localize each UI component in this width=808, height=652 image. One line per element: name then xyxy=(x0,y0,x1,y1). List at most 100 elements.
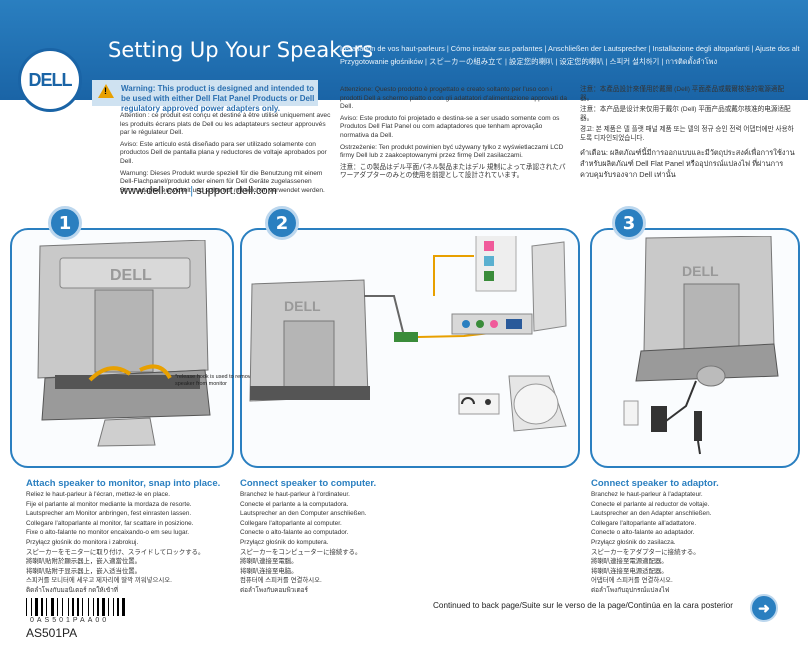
step-2-instructions: Branchez le haut-parleur à l'ordinateur.… xyxy=(240,490,450,596)
step-2-line: Conecte o alto-falante ao computador. xyxy=(240,529,349,537)
barcode-bar xyxy=(68,598,69,616)
barcode-bar xyxy=(102,598,105,616)
step-3-line: Conecte o alto-falante ao adaptador. xyxy=(591,529,695,537)
barcode-bar xyxy=(64,598,67,616)
step-1-line: スピーカーをモニターに取り付け、スライドしてロックする。 xyxy=(26,548,205,556)
barcode-bar xyxy=(28,598,30,616)
step-2-number: 2 xyxy=(265,206,299,240)
warning-col-2: Attenzione: Questo prodotto è progettato… xyxy=(340,86,570,181)
speaker-adaptor-connection-illustration: DELL xyxy=(623,236,779,455)
warning-col-3: 注意：本產品設計來僅用於戴爾 (Dell) 平面產品或戴爾核准的電源適配器。 注… xyxy=(580,86,795,180)
barcode-bar xyxy=(57,598,58,616)
step-3-number: 3 xyxy=(612,206,646,240)
svg-text:DELL: DELL xyxy=(682,263,719,279)
barcode-bar xyxy=(80,598,81,616)
step-2-line: Conecte el parlante a la computadora. xyxy=(240,500,349,508)
warning-ja: 注意：この製品はデル平面パネル製品またはデル 規制によって承認されたパワーアダプ… xyxy=(340,163,566,180)
barcode-bar xyxy=(31,598,32,616)
step-2-line: Przyłącz głośnik do komputera. xyxy=(240,538,329,546)
step-3-line: ต่อลำโพงกับอุปกรณ์แปลงไฟ xyxy=(591,586,670,594)
barcode-bar xyxy=(95,598,96,616)
barcode-bar xyxy=(93,598,94,616)
step-3-title: Connect speaker to adaptor. xyxy=(591,478,719,489)
dell-logo: DELL xyxy=(18,48,82,112)
barcode-bar xyxy=(122,598,125,616)
step-3-line: 將喇叭連接至電源適配器。 xyxy=(591,558,668,566)
dell-link[interactable]: www.dell.com xyxy=(120,185,188,197)
warning-th: คำเตือน: ผลิตภัณฑ์นี้มีการออกแบบและมีวัต… xyxy=(580,147,795,179)
release-hook-note: *release hook is used to remove speaker … xyxy=(175,374,254,387)
warning-es: Aviso: Este artículo está diseñado para … xyxy=(120,140,327,165)
barcode-bar xyxy=(44,598,45,616)
barcode-bar xyxy=(41,598,43,616)
barcode-bar xyxy=(90,598,92,616)
page-title: Setting Up Your Speakers xyxy=(108,38,374,62)
warning-fr: Attention : ce produit est conçu et dest… xyxy=(120,112,331,137)
barcode-bar xyxy=(110,598,112,616)
support-urls: www.dell.com|support.dell.com xyxy=(120,185,277,197)
svg-text:DELL: DELL xyxy=(110,267,152,284)
barcode-bar xyxy=(55,598,56,616)
barcode-bar xyxy=(97,598,99,616)
step-3-line: スピーカーをアダプターに接続する。 xyxy=(591,548,700,556)
step-1-title: Attach speaker to monitor, snap into pla… xyxy=(26,478,221,489)
step-2-line: ต่อลำโพงกับคอมพิวเตอร์ xyxy=(240,586,308,594)
step-1-line: ติดลำโพงกับมอนิเตอร์ กดให้เข้าที่ xyxy=(26,586,119,594)
warning-triangle-icon: ! xyxy=(98,84,114,98)
warning-col-1: Attention : ce produit est conçu et dest… xyxy=(120,112,335,195)
step-3-line: Conecte el parlante al reductor de volta… xyxy=(591,500,710,508)
step-1-line: Lautsprecher am Monitor anbringen, fest … xyxy=(26,510,192,518)
monitor-speaker-attach-illustration: DELL xyxy=(37,240,211,447)
step-3-line: Branchez le haut-parleur à l'adaptateur. xyxy=(591,491,703,498)
step-2-title: Connect speaker to computer. xyxy=(240,478,377,489)
step-1-line: 스피커를 모니터에 세우고 제자리에 딸깍 끼워넣으시오. xyxy=(26,577,172,585)
warning-pt: Aviso: Este produto foi projetado e dest… xyxy=(340,114,560,139)
step-3-line: Lautsprecher an den Adapter anschließen. xyxy=(591,510,712,518)
step-3-line: 어댑터에 스피커를 연결하시오. xyxy=(591,577,673,585)
barcode-bar xyxy=(75,598,76,616)
barcode-bar xyxy=(39,598,40,616)
barcode-bar xyxy=(115,598,116,616)
barcode-text: 0AS501PAA00 xyxy=(30,617,110,624)
step-1-line: Fije el parlante al monitor mediante la … xyxy=(26,500,192,508)
barcode-bar xyxy=(77,598,79,616)
step-1-instructions: Reliez le haut-parleur à l'écran, mettez… xyxy=(26,490,236,596)
barcode-bar xyxy=(106,598,107,616)
warning-it: Attenzione: Questo prodotto è progettato… xyxy=(340,86,568,111)
barcode-bar xyxy=(59,598,61,616)
step-3-line: Przyłącz głośnik do zasilacza. xyxy=(591,538,676,546)
step-2-line: Lautsprecher an den Computer anschließen… xyxy=(240,510,367,518)
next-page-arrow-icon[interactable]: ➜ xyxy=(750,594,778,622)
warning-pl: Ostrzeżenie: Ten produkt powinien być uż… xyxy=(340,143,564,160)
speaker-computer-connection-illustration: DELL xyxy=(249,236,567,432)
title-translations-2: Przygotowanie głośników | スピーカーの組み立て | 設… xyxy=(340,57,718,66)
barcode-bar xyxy=(70,598,71,616)
barcode-bar xyxy=(108,598,109,616)
step-3-instructions: Branchez le haut-parleur à l'adaptateur.… xyxy=(591,490,801,596)
warning-band xyxy=(92,80,318,106)
barcode-bar xyxy=(88,598,89,616)
step-1-line: Przyłącz głośnik do monitora i zabrokuj. xyxy=(26,538,139,546)
step-1-line: Reliez le haut-parleur à l'écran, mettez… xyxy=(26,491,171,498)
barcode-bar xyxy=(33,598,34,616)
barcode xyxy=(26,598,150,616)
barcode-bar xyxy=(120,598,121,616)
support-link[interactable]: support.dell.com xyxy=(196,185,277,197)
barcode-bar xyxy=(72,598,74,616)
barcode-bar xyxy=(26,598,27,616)
barcode-bar xyxy=(62,598,63,616)
barcode-bar xyxy=(51,598,54,616)
barcode-bar xyxy=(46,598,47,616)
barcode-bar xyxy=(84,598,87,616)
barcode-bar xyxy=(100,598,101,616)
step-1-line: Fixe o alto-falante no monitor encaixand… xyxy=(26,529,190,537)
barcode-bar xyxy=(113,598,114,616)
warning-title: Warning: This product is designed and in… xyxy=(121,84,315,113)
continued-note: Continued to back page/Suite sur le vers… xyxy=(433,601,733,610)
step-2-line: Collegare l'altoparlante al computer. xyxy=(240,519,342,527)
barcode-bar xyxy=(35,598,38,616)
step-3-line: Collegare l'altoparlante all'adattatore. xyxy=(591,519,697,527)
step-2-line: スピーカーをコンピューターに接続する。 xyxy=(240,548,362,556)
title-translations-1: Installation de vos haut-parleurs | Cómo… xyxy=(340,44,800,53)
step-2-line: 컴퓨터에 스피커를 연결하시오. xyxy=(240,577,322,585)
